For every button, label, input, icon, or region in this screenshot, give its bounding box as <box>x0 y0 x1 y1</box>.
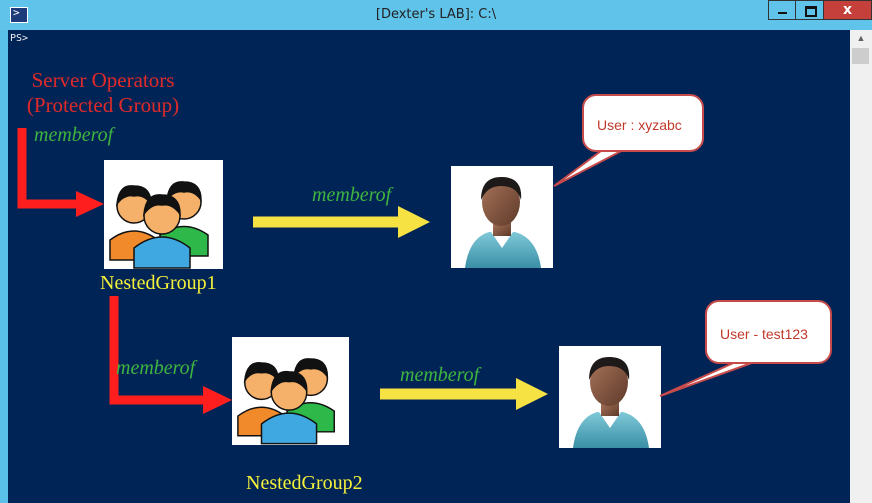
user1-callout-text: User : xyzabc <box>597 117 682 133</box>
user2-callout: User - test123 <box>705 300 832 364</box>
user2-callout-text: User - test123 <box>720 326 808 342</box>
nested-group1-label: NestedGroup1 <box>100 272 217 294</box>
nested-group2-icon <box>232 337 349 445</box>
memberof-label: memberof <box>400 364 480 386</box>
window-title: [Dexter's LAB]: C:\ <box>375 7 497 22</box>
minimize-button[interactable] <box>768 0 796 20</box>
protected-group-name: Server Operators <box>31 68 175 92</box>
memberof-label: memberof <box>116 357 196 379</box>
title-bar[interactable]: > [Dexter's LAB]: C:\ x <box>0 0 872 30</box>
protected-group-label: Server Operators (Protected Group) <box>10 68 196 118</box>
maximize-button[interactable] <box>796 0 824 20</box>
protected-group-note: (Protected Group) <box>26 93 180 117</box>
scroll-thumb[interactable] <box>852 48 869 64</box>
close-icon: x <box>842 2 853 18</box>
nested-group2-label: NestedGroup2 <box>246 472 363 494</box>
memberof-label: memberof <box>312 184 392 206</box>
vertical-scrollbar[interactable]: ▲ <box>850 30 872 503</box>
memberof-label: memberof <box>34 124 114 146</box>
user1-callout: User : xyzabc <box>582 94 704 152</box>
powershell-icon[interactable]: > <box>10 6 28 23</box>
nested-group1-icon <box>104 160 223 269</box>
scroll-up-arrow-icon[interactable]: ▲ <box>856 33 866 43</box>
user2-avatar-icon <box>559 346 661 448</box>
console-prompt: PS> <box>10 33 29 44</box>
user1-avatar-icon <box>451 166 553 268</box>
